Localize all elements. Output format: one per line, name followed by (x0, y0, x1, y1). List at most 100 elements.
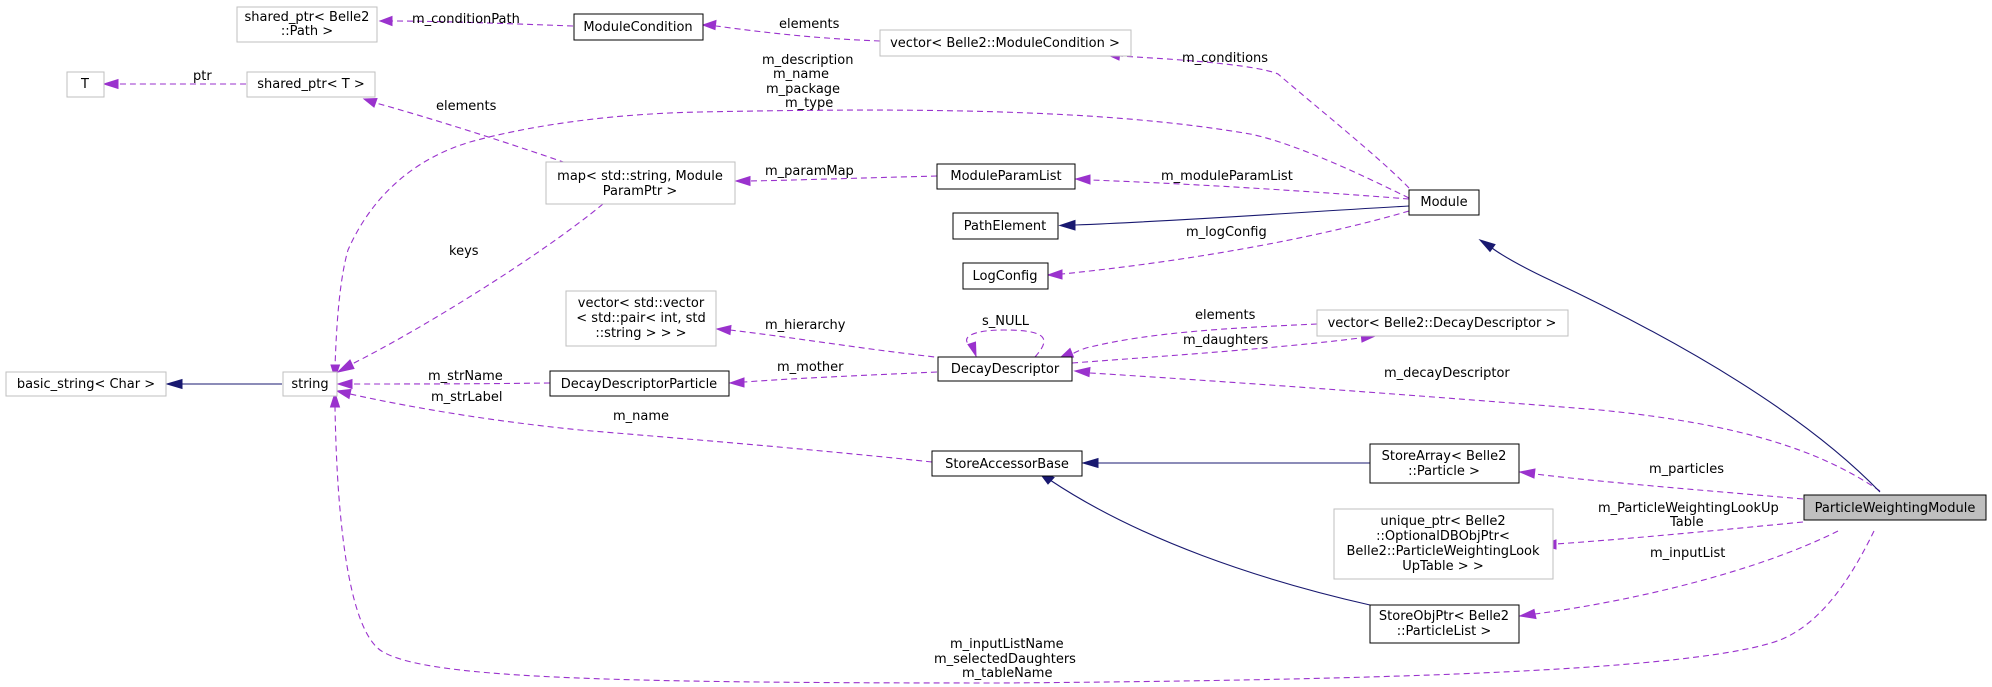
node-shared-ptr-path: shared_ptr< Belle2 ::Path > (236, 6, 378, 43)
edge-m-input-list-name: m_inputListName m_selectedDaughters m_ta… (329, 391, 1875, 684)
node-decay-descriptor-particle: DecayDescriptorParticle (549, 370, 730, 397)
node-store-accessor-base: StoreAccessorBase (931, 450, 1083, 477)
node-basic-string: basic_string< Char > (5, 371, 167, 397)
node-log-config: LogConfig (962, 262, 1049, 290)
node-t-label: T (80, 77, 89, 92)
edge-label-m-str-name: m_strName (428, 369, 503, 384)
edge-label-m-module-param-list: m_moduleParamList (1161, 169, 1293, 184)
edge-m-param-map: m_paramMap (734, 164, 938, 187)
edge-label-m-description: m_description (762, 53, 853, 68)
edge-module-path-element (1058, 205, 1410, 231)
node-module-condition-label: ModuleCondition (583, 20, 692, 35)
node-module-label: Module (1420, 195, 1467, 210)
edge-label-m-particles: m_particles (1649, 462, 1724, 477)
node-string-label: string (291, 377, 328, 392)
edge-label-elements-condition: elements (779, 17, 840, 32)
node-store-obj-ptr-line-2: ::ParticleList > (1397, 624, 1492, 639)
edge-m-mother: m_mother (728, 360, 938, 388)
node-module: Module (1408, 189, 1480, 216)
edge-label-condition-path: m_conditionPath (412, 12, 520, 27)
edge-label-m-type: m_type (785, 96, 833, 111)
node-path-element: PathElement (952, 212, 1059, 240)
edge-m-input-list: m_inputList (1518, 530, 1839, 620)
edge-m-module-param-list: m_moduleParamList (1074, 169, 1410, 200)
edge-label-elements-map: elements (436, 99, 497, 114)
edge-ptr: ptr (102, 69, 246, 90)
node-store-obj-ptr: StoreObjPtr< Belle2 ::ParticleList > (1369, 604, 1520, 644)
edge-label-m-selected-daughters: m_selectedDaughters (934, 652, 1076, 667)
node-vector-pair: vector< std::vector < std::pair< int, st… (565, 290, 717, 347)
edge-m-particles: m_particles (1518, 462, 1804, 500)
node-module-param-list-label: ModuleParamList (950, 169, 1061, 184)
node-store-array: StoreArray< Belle2 ::Particle > (1369, 443, 1520, 484)
edge-label-m-input-list-name: m_inputListName (950, 637, 1064, 652)
node-map-param-line-2: ParamPtr > (603, 184, 678, 199)
node-vector-pair-line-1: vector< std::vector (578, 296, 705, 311)
node-unique-ptr-line-3: Belle2::ParticleWeightingLook (1346, 544, 1540, 559)
node-unique-ptr-line-2: ::OptionalDBObjPtr< (1376, 529, 1510, 544)
edge-label-m-hierarchy: m_hierarchy (765, 318, 846, 333)
node-vector-pair-line-2: < std::pair< int, std (576, 311, 705, 326)
edge-condition-path: m_conditionPath (378, 12, 574, 27)
edge-store-array-base (1081, 457, 1370, 469)
edge-label-m-input-list: m_inputList (1650, 546, 1725, 561)
edge-label-m-package: m_package (766, 82, 840, 97)
edge-pwm-module (1478, 239, 1881, 493)
edge-label-m-conditions: m_conditions (1182, 51, 1268, 66)
edge-store-obj-ptr-base (1037, 470, 1371, 606)
node-vector-module-condition-label: vector< Belle2::ModuleCondition > (890, 36, 1120, 51)
node-module-param-list: ModuleParamList (936, 163, 1076, 190)
node-unique-ptr-line-4: UpTable > > (1402, 559, 1483, 574)
node-t: T (66, 71, 105, 98)
edge-elements-module-condition: elements (701, 17, 881, 42)
node-decay-descriptor-label: DecayDescriptor (951, 362, 1060, 377)
node-module-condition: ModuleCondition (573, 13, 704, 41)
edge-label-m-decay-descriptor: m_decayDescriptor (1384, 366, 1510, 381)
node-basic-string-label: basic_string< Char > (17, 377, 155, 392)
node-vector-pair-line-3: ::string > > > (595, 326, 686, 341)
edge-label-elements-decay: elements (1195, 308, 1256, 323)
edge-label-m-daughters: m_daughters (1183, 333, 1269, 348)
edge-label-m-name: m_name (773, 67, 829, 82)
node-map-param-line-1: map< std::string, Module (557, 169, 723, 184)
node-store-array-line-1: StoreArray< Belle2 (1382, 449, 1507, 464)
node-vector-decay-descriptor-label: vector< Belle2::DecayDescriptor > (1328, 316, 1557, 331)
node-vector-module-condition: vector< Belle2::ModuleCondition > (879, 29, 1132, 57)
edge-module-members: m_description m_name m_package m_type (330, 53, 1410, 380)
edge-label-m-lookup-table-2: Table (1669, 515, 1704, 530)
node-shared-ptr-path-line-2: ::Path > (281, 24, 333, 39)
node-shared-ptr-t: shared_ptr< T > (246, 71, 376, 98)
edge-label-m-log-config: m_logConfig (1186, 225, 1267, 240)
node-decay-descriptor: DecayDescriptor (937, 356, 1073, 382)
node-store-accessor-base-label: StoreAccessorBase (945, 457, 1069, 472)
edge-label-s-null: s_NULL (982, 314, 1030, 329)
edge-label-m-mother: m_mother (777, 360, 844, 375)
node-unique-ptr: unique_ptr< Belle2 ::OptionalDBObjPtr< B… (1333, 508, 1554, 580)
edge-str-label: m_strLabel m_strName (336, 369, 551, 405)
node-log-config-label: LogConfig (973, 269, 1038, 284)
edge-m-log-config: m_logConfig (1046, 210, 1410, 280)
edge-string-basic-string (165, 378, 283, 390)
edge-label-m-table-name: m_tableName (962, 666, 1052, 681)
edge-label-m-lookup-table-1: m_ParticleWeightingLookUp (1598, 501, 1779, 516)
node-particle-weighting-module: ParticleWeightingModule (1803, 494, 1987, 521)
node-store-array-line-2: ::Particle > (1408, 464, 1480, 479)
edge-m-hierarchy: m_hierarchy (715, 318, 945, 359)
node-unique-ptr-line-1: unique_ptr< Belle2 (1380, 514, 1505, 529)
edge-elements-map: elements (362, 97, 576, 167)
node-map-param: map< std::string, Module ParamPtr > (545, 161, 736, 205)
edge-label-m-str-label: m_strLabel (431, 390, 502, 405)
node-particle-weighting-module-label: ParticleWeightingModule (1815, 501, 1976, 516)
node-store-obj-ptr-line-1: StoreObjPtr< Belle2 (1379, 609, 1509, 624)
node-shared-ptr-t-label: shared_ptr< T > (257, 77, 364, 92)
edge-m-lookup-table: m_ParticleWeightingLookUp Table (1539, 501, 1804, 550)
edge-m-decay-descriptor: m_decayDescriptor (1073, 366, 1881, 492)
edge-label-m-param-map: m_paramMap (765, 164, 854, 179)
node-decay-descriptor-particle-label: DecayDescriptorParticle (561, 377, 717, 392)
node-vector-decay-descriptor: vector< Belle2::DecayDescriptor > (1316, 309, 1569, 337)
edge-label-keys: keys (449, 244, 479, 259)
edge-label-m-name-string: m_name (613, 409, 669, 424)
edge-s-null: s_NULL (966, 314, 1045, 358)
edge-m-name: m_name (335, 388, 933, 463)
